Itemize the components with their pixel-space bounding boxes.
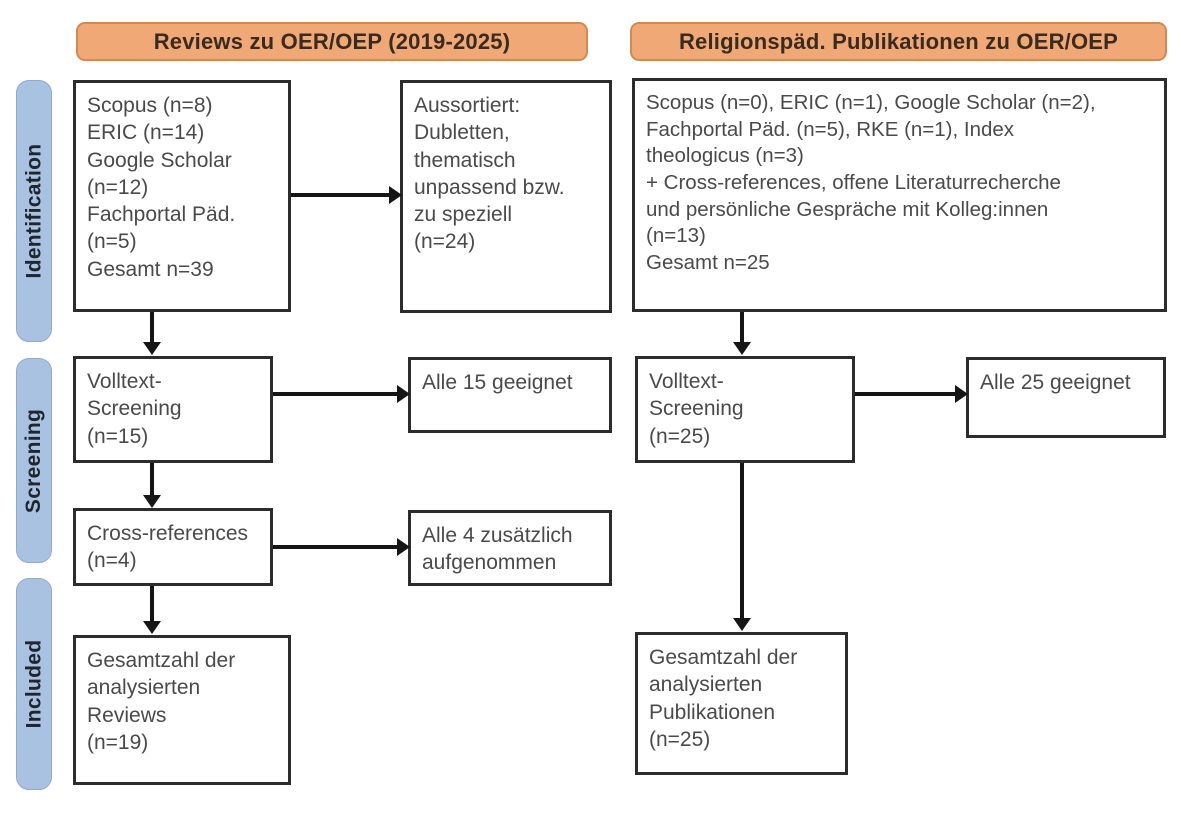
- box-right-screening-result: Alle 25 geeignet: [966, 357, 1166, 438]
- connector-left-crossrefs-to-included: [150, 586, 154, 622]
- arrowhead-left-crossrefs-to-included: [143, 621, 161, 634]
- box-right-fulltext-screening: Volltext- Screening (n=25): [635, 356, 855, 463]
- arrowhead-right-screening-to-result: [955, 385, 968, 403]
- box-right-identification-sources: Scopus (n=0), ERIC (n=1), Google Scholar…: [632, 78, 1167, 312]
- phase-tab-identification: Identification: [16, 80, 52, 342]
- box-left-identification-sources: Scopus (n=8) ERIC (n=14) Google Scholar …: [73, 80, 291, 312]
- phase-label-screening: Screening: [22, 408, 46, 513]
- connector-left-ident-to-screening: [150, 312, 154, 343]
- phase-tab-screening: Screening: [16, 358, 52, 563]
- connector-left-ident-to-excluded: [291, 193, 391, 197]
- arrowhead-left-screening-to-result: [397, 385, 410, 403]
- box-left-fulltext-screening: Volltext- Screening (n=15): [73, 356, 273, 463]
- box-left-crossrefs-result: Alle 4 zusätzlich aufgenommen: [408, 510, 612, 586]
- box-left-included-total: Gesamtzahl der analysierten Reviews (n=1…: [73, 635, 291, 785]
- connector-left-crossrefs-to-result: [273, 545, 400, 549]
- box-left-excluded: Aussortiert: Dubletten, thematisch unpas…: [400, 80, 612, 313]
- connector-right-screening-to-included: [740, 463, 744, 619]
- connector-right-ident-to-screening: [740, 312, 744, 343]
- connector-left-screening-to-result: [273, 392, 400, 396]
- arrowhead-right-ident-to-screening: [733, 342, 751, 355]
- connector-left-screening-to-crossrefs: [150, 463, 154, 496]
- column-header-publikationen: Religionspäd. Publikationen zu OER/OEP: [630, 22, 1167, 61]
- arrowhead-right-screening-to-included: [733, 618, 751, 631]
- phase-tab-included: Included: [16, 578, 52, 790]
- arrowhead-left-crossrefs-to-result: [397, 538, 410, 556]
- arrowhead-left-ident-to-screening: [143, 342, 161, 355]
- phase-label-identification: Identification: [22, 143, 45, 279]
- box-left-screening-result: Alle 15 geeignet: [408, 357, 612, 433]
- phase-label-included: Included: [22, 639, 45, 729]
- connector-right-screening-to-result: [855, 392, 958, 396]
- arrowhead-left-screening-to-crossrefs: [143, 495, 161, 508]
- box-right-included-total: Gesamtzahl der analysierten Publikatione…: [635, 632, 848, 775]
- arrowhead-left-ident-to-excluded: [389, 186, 402, 204]
- box-left-cross-references: Cross-references (n=4): [73, 508, 273, 586]
- column-header-reviews: Reviews zu OER/OEP (2019-2025): [76, 22, 588, 61]
